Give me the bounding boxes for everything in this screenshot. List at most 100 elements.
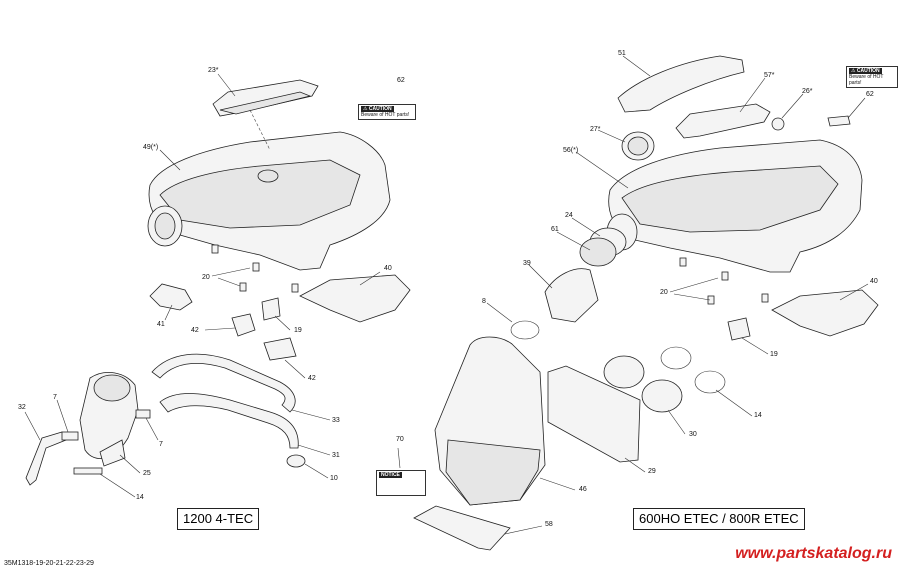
part-20-clip-e <box>679 257 687 267</box>
callout-7: 7 <box>53 394 57 401</box>
leader-7b <box>145 417 159 441</box>
callout-40: 40 <box>384 265 392 272</box>
callout-56: 56(*) <box>563 147 579 154</box>
leader-27 <box>597 129 626 143</box>
part-20-clip-f <box>721 271 729 281</box>
leader-40b <box>839 283 869 301</box>
callout-70: 70 <box>396 436 404 443</box>
part-57-cover <box>675 103 771 139</box>
part-10-clamp <box>286 454 306 468</box>
callout-19: 19 <box>294 327 302 334</box>
callout-10: 10 <box>330 475 338 482</box>
leader-14b <box>715 389 753 417</box>
callout-31: 31 <box>332 452 340 459</box>
part-27-filter-mesh <box>627 136 649 156</box>
leader-20b <box>217 277 241 287</box>
part-39-boot <box>544 268 599 323</box>
leader-57 <box>739 77 766 113</box>
leader-42a <box>204 327 236 331</box>
part-49-airbox-inner <box>159 159 361 229</box>
caution-decal-62: ⚠ CAUTION Beware of HOT parts! <box>358 104 416 120</box>
part-20-clip-a <box>211 244 219 254</box>
diagram-code: 35M1318-19-20-21-22-23-29 <box>4 560 94 567</box>
callout-7-right: 7 <box>159 441 163 448</box>
part-62-decal-small <box>827 115 851 127</box>
part-20-clip-b <box>252 262 260 272</box>
callout-62-right: 62 <box>866 91 874 98</box>
part-14-clamp-a <box>73 467 103 475</box>
leader-20d <box>673 293 711 301</box>
leader-42b <box>284 359 306 379</box>
callout-23: 23* <box>208 67 219 74</box>
part-8-oring <box>510 320 540 340</box>
part-61-ring <box>579 237 617 267</box>
leader-20c <box>669 277 719 293</box>
notice-decal-70: NOTICE <box>376 470 426 496</box>
part-58-gasket <box>413 505 511 551</box>
notice-decal-header: NOTICE <box>379 472 402 478</box>
callout-42-lower: 42 <box>308 375 316 382</box>
leader-25 <box>119 454 141 474</box>
part-7-fitting-b <box>135 409 151 419</box>
part-20-clip-g <box>707 295 715 305</box>
part-25-base <box>99 439 126 467</box>
leader-19a <box>274 315 291 331</box>
leader-51 <box>622 55 651 77</box>
part-40-shield <box>299 274 411 323</box>
part-19-clip-right <box>727 317 751 341</box>
callout-40-right: 40 <box>870 278 878 285</box>
callout-20: 20 <box>202 274 210 281</box>
part-31-hose <box>159 393 299 449</box>
leader-31 <box>297 444 331 456</box>
part-20-clip-c <box>239 282 247 292</box>
leader-23-dash <box>249 109 271 151</box>
leader-14a <box>99 473 136 498</box>
callout-62: 62 <box>397 77 405 84</box>
leader-39 <box>528 264 553 289</box>
part-14-clamp-b <box>660 346 692 370</box>
callout-19-right: 19 <box>770 351 778 358</box>
callout-33: 33 <box>332 417 340 424</box>
leader-10 <box>304 463 329 479</box>
part-20-clip-d <box>291 283 299 293</box>
caution-decal-62-right: ⚠ CAUTION Beware of HOT parts! <box>846 66 898 88</box>
part-51-duct <box>617 55 745 113</box>
callout-58: 58 <box>545 521 553 528</box>
leader-24 <box>571 217 601 237</box>
leader-30 <box>667 409 686 435</box>
callout-49: 49(*) <box>143 144 159 151</box>
callout-24: 24 <box>565 212 573 219</box>
part-20-clip-h <box>761 293 769 303</box>
leader-49 <box>159 149 181 171</box>
leader-61 <box>556 231 591 251</box>
caution-decal-header-right: ⚠ CAUTION <box>849 68 882 74</box>
callout-14: 14 <box>136 494 144 501</box>
callout-57: 57* <box>764 72 775 79</box>
part-42-clip-b <box>263 337 297 361</box>
leader-62b <box>847 97 866 119</box>
callout-51: 51 <box>618 50 626 57</box>
leader-41 <box>164 304 173 321</box>
part-14-clamp-c <box>694 370 726 394</box>
leader-40a <box>359 271 381 286</box>
leader-23 <box>217 73 236 97</box>
leader-46 <box>539 477 576 491</box>
caution-decal-text-right: Beware of HOT parts! <box>849 74 884 86</box>
part-42-clip-a <box>231 313 256 337</box>
part-40-shield-right <box>771 289 879 337</box>
part-25-flange <box>93 374 131 402</box>
watermark-link[interactable]: www.partskatalog.ru <box>735 545 892 562</box>
leader-58 <box>504 525 543 535</box>
leader-56 <box>575 151 629 189</box>
leader-70 <box>397 447 401 469</box>
caution-decal-header: ⚠ CAUTION <box>361 106 394 112</box>
leader-26 <box>781 93 804 119</box>
caution-decal-text: Beware of HOT parts! <box>361 112 410 118</box>
leader-29 <box>624 457 646 473</box>
callout-20-right: 20 <box>660 289 668 296</box>
part-23-inner <box>219 91 312 115</box>
callout-8: 8 <box>482 298 486 305</box>
callout-30: 30 <box>689 431 697 438</box>
part-56-airbox-inner <box>621 165 839 233</box>
part-41-bracket <box>149 283 193 311</box>
